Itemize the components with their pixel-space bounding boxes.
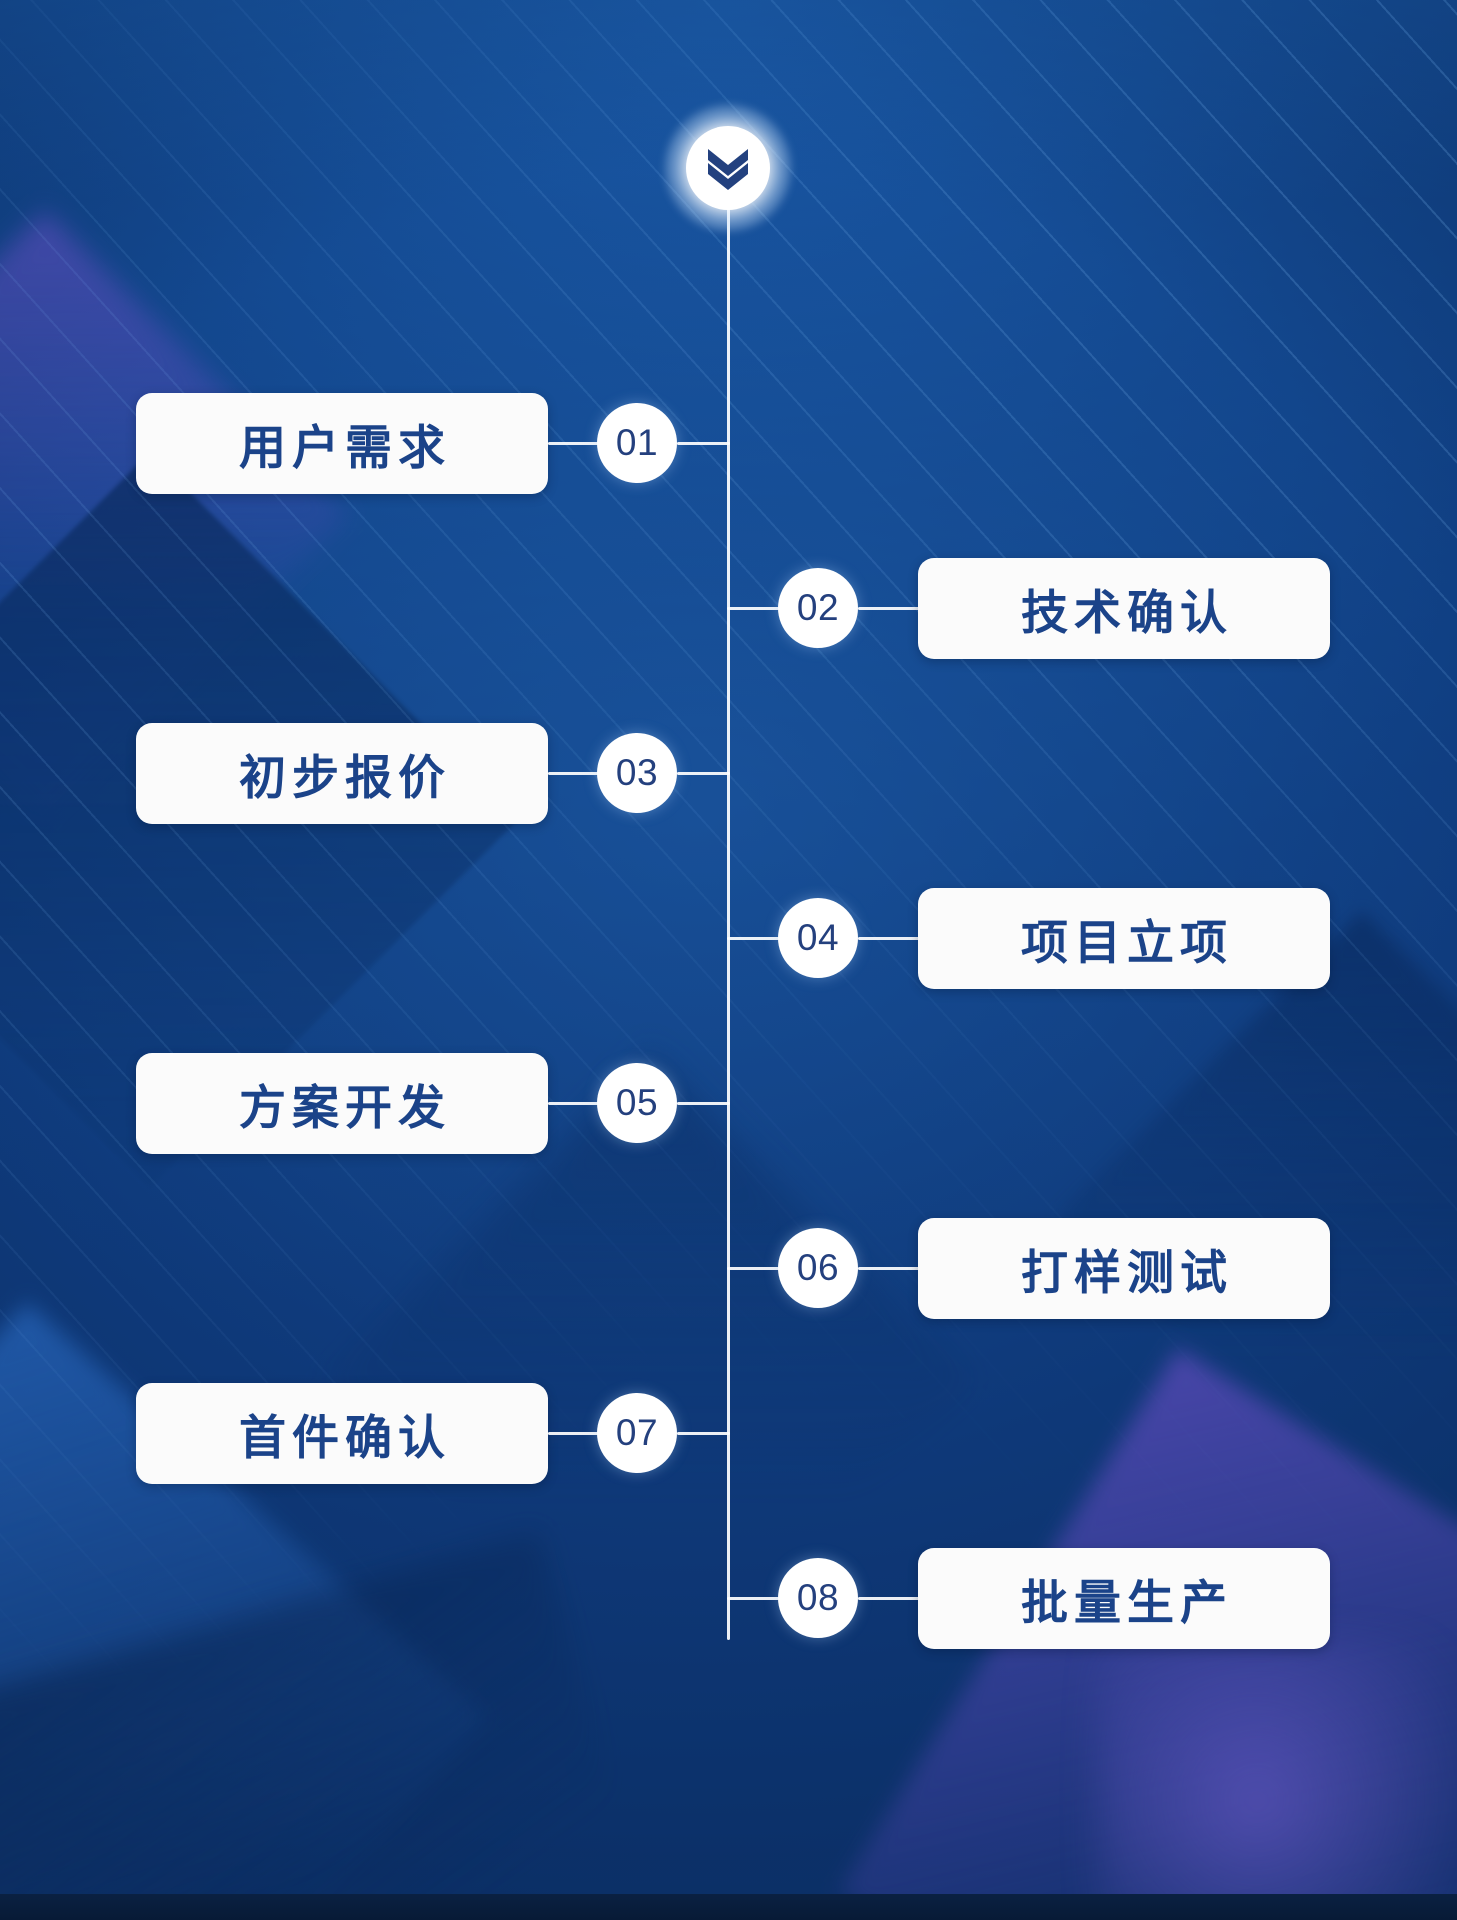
step-number-08: 08	[796, 1577, 840, 1618]
step-number-circle-04[interactable]: 04	[778, 898, 858, 978]
connector-circle-to-box-04	[858, 937, 920, 940]
bottom-dark-band	[0, 1894, 1457, 1920]
connector-circle-to-spine-05	[677, 1102, 730, 1105]
timeline-row-04[interactable]: 04 项目立项	[0, 888, 1457, 989]
step-label-06: 打样测试	[1021, 1246, 1233, 1301]
connector-circle-to-box-02	[858, 607, 920, 610]
step-label-box-06[interactable]: 打样测试	[918, 1218, 1330, 1319]
step-label-box-03[interactable]: 初步报价	[136, 723, 548, 824]
step-label-box-07[interactable]: 首件确认	[136, 1383, 548, 1484]
step-number-04: 04	[796, 917, 840, 958]
step-number-circle-05[interactable]: 05	[597, 1063, 677, 1143]
timeline-row-05[interactable]: 方案开发 05	[0, 1053, 1457, 1154]
timeline-row-01[interactable]: 用户需求 01	[0, 393, 1457, 494]
step-label-03: 初步报价	[239, 751, 451, 806]
connector-circle-to-box-06	[858, 1267, 920, 1270]
timeline-row-02[interactable]: 02 技术确认	[0, 558, 1457, 659]
timeline-spine	[727, 170, 730, 1640]
step-label-box-02[interactable]: 技术确认	[918, 558, 1330, 659]
timeline-row-07[interactable]: 首件确认 07	[0, 1383, 1457, 1484]
timeline-row-08[interactable]: 08 批量生产	[0, 1548, 1457, 1649]
step-label-02: 技术确认	[1021, 586, 1233, 641]
step-label-box-05[interactable]: 方案开发	[136, 1053, 548, 1154]
step-label-08: 批量生产	[1021, 1576, 1233, 1631]
step-label-box-04[interactable]: 项目立项	[918, 888, 1330, 989]
timeline-row-03[interactable]: 初步报价 03	[0, 723, 1457, 824]
step-number-circle-06[interactable]: 06	[778, 1228, 858, 1308]
timeline-row-06[interactable]: 06 打样测试	[0, 1218, 1457, 1319]
step-number-circle-03[interactable]: 03	[597, 733, 677, 813]
step-label-05: 方案开发	[239, 1081, 451, 1136]
step-number-01: 01	[615, 422, 659, 463]
connector-box-to-circle-07	[548, 1432, 600, 1435]
step-number-circle-01[interactable]: 01	[597, 403, 677, 483]
step-label-07: 首件确认	[239, 1411, 451, 1466]
step-label-box-08[interactable]: 批量生产	[918, 1548, 1330, 1649]
step-label-box-01[interactable]: 用户需求	[136, 393, 548, 494]
connector-spine-to-circle-08	[727, 1597, 779, 1600]
connector-circle-to-spine-07	[677, 1432, 730, 1435]
step-number-07: 07	[615, 1412, 659, 1453]
step-label-04: 项目立项	[1021, 916, 1233, 971]
step-label-01: 用户需求	[239, 421, 451, 476]
step-number-circle-02[interactable]: 02	[778, 568, 858, 648]
connector-box-to-circle-01	[548, 442, 600, 445]
step-number-circle-08[interactable]: 08	[778, 1558, 858, 1638]
timeline-start-node[interactable]	[664, 104, 792, 232]
connector-spine-to-circle-06	[727, 1267, 779, 1270]
connector-circle-to-spine-01	[677, 442, 730, 445]
double-chevron-down-icon	[708, 149, 748, 190]
step-number-05: 05	[615, 1082, 659, 1123]
step-number-06: 06	[796, 1247, 840, 1288]
connector-circle-to-spine-03	[677, 772, 730, 775]
connector-circle-to-box-08	[858, 1597, 920, 1600]
connector-box-to-circle-05	[548, 1102, 600, 1105]
step-number-circle-07[interactable]: 07	[597, 1393, 677, 1473]
step-number-03: 03	[615, 752, 659, 793]
step-number-02: 02	[796, 587, 840, 628]
connector-box-to-circle-03	[548, 772, 600, 775]
connector-spine-to-circle-02	[727, 607, 779, 610]
connector-spine-to-circle-04	[727, 937, 779, 940]
